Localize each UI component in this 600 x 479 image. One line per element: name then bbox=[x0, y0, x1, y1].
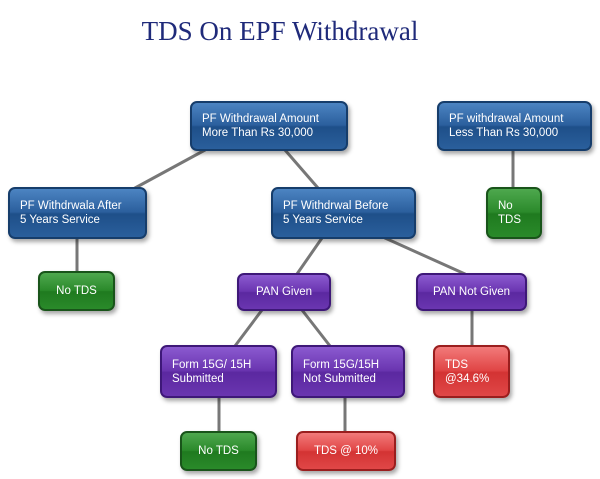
connector-before-pannotgiven bbox=[383, 236, 467, 276]
node-pan-given: PAN Given bbox=[237, 273, 331, 311]
diagram-title: TDS On EPF Withdrawal bbox=[141, 16, 419, 46]
node-no-tds-after-5-years: No TDS bbox=[38, 271, 115, 311]
connector-pangiven-form bbox=[233, 308, 264, 348]
node-amount-less-than-30000: PF withdrawal Amount Less Than Rs 30,000 bbox=[437, 101, 592, 151]
connector-before-pangiven bbox=[295, 236, 324, 276]
node-withdrawal-after-5-years: PF Withdrwala After 5 Years Service bbox=[8, 187, 147, 239]
node-tds-10-percent: TDS @ 10% bbox=[296, 431, 396, 471]
connector-root-before bbox=[283, 148, 320, 190]
node-no-tds-less-than-30000: No TDS bbox=[486, 187, 542, 239]
node-form-15g-15h-not-submitted: Form 15G/15H Not Submitted bbox=[291, 345, 405, 398]
node-form-15g-15h-submitted: Form 15G/ 15H Submitted bbox=[160, 345, 277, 398]
node-pan-not-given: PAN Not Given bbox=[416, 273, 527, 311]
node-no-tds-form-submitted: No TDS bbox=[180, 431, 257, 471]
node-withdrawal-before-5-years: PF Withdrwal Before 5 Years Service bbox=[271, 187, 416, 239]
connector-pangiven-notform bbox=[300, 308, 332, 348]
node-tds-34-6-percent: TDS @34.6% bbox=[433, 345, 510, 398]
connector-root-after bbox=[133, 148, 207, 190]
node-amount-more-than-30000: PF Withdrawal Amount More Than Rs 30,000 bbox=[190, 101, 348, 151]
